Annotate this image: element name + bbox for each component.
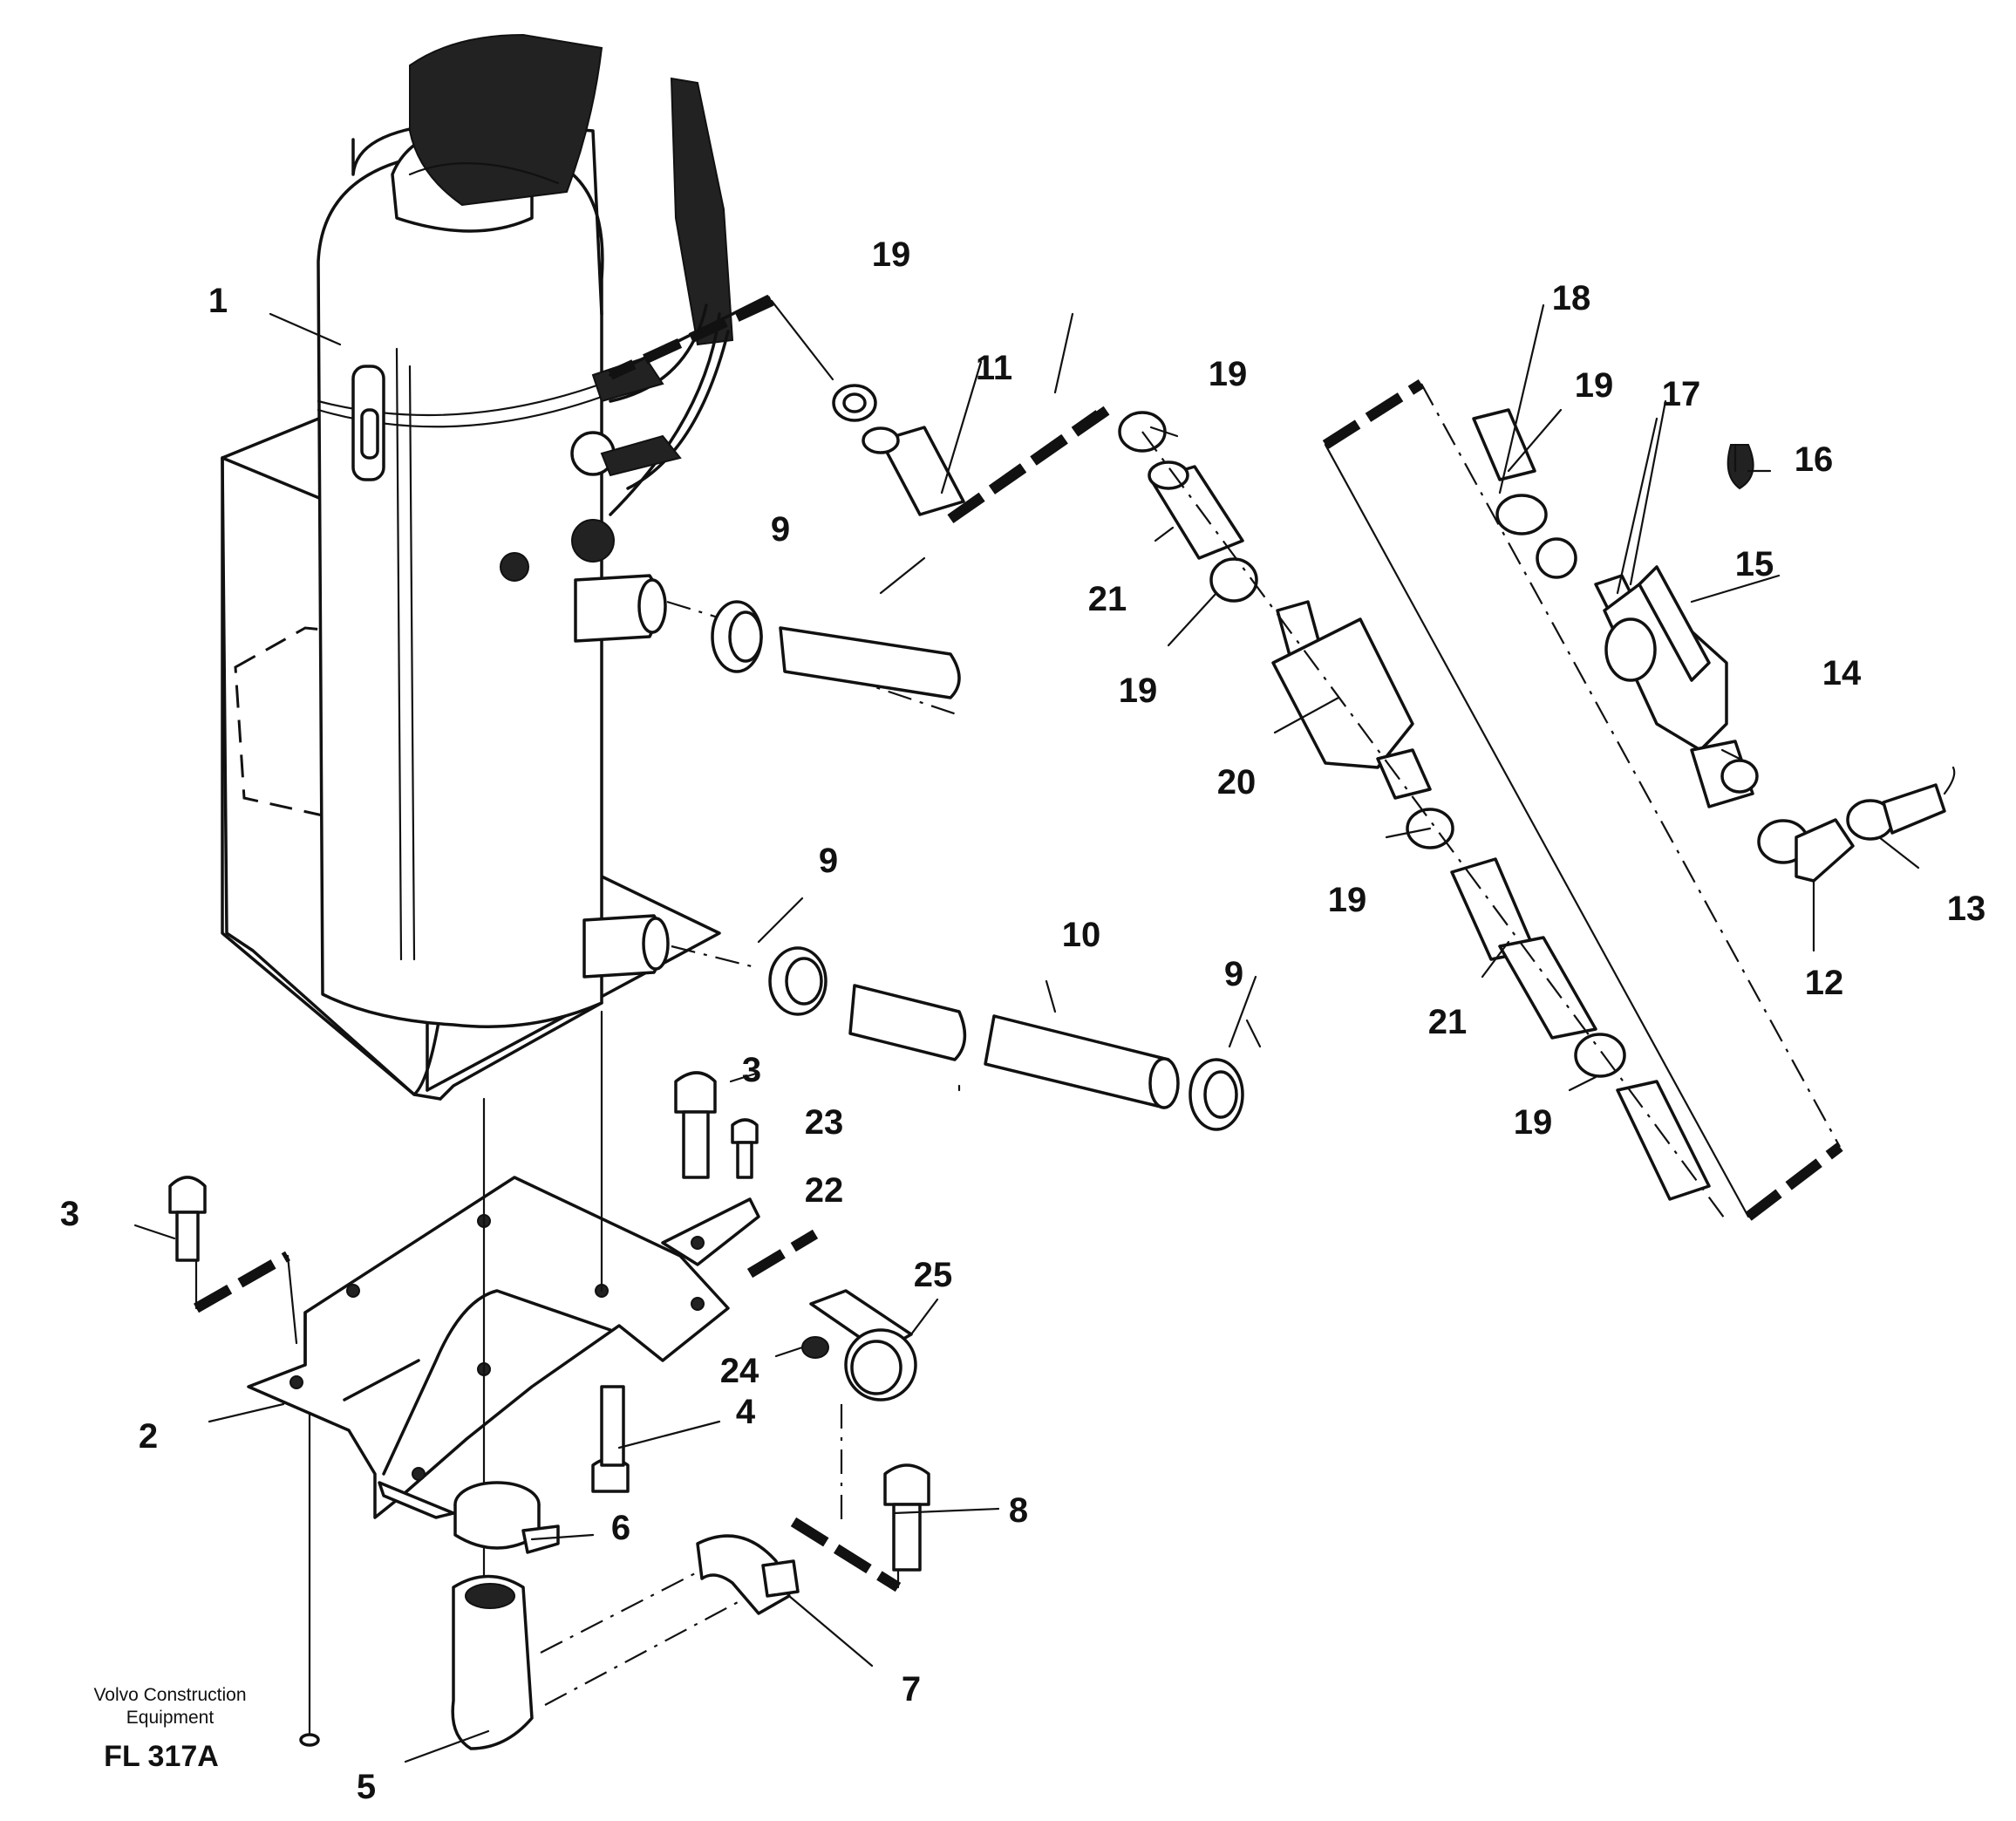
callout-11: 11	[976, 349, 1012, 387]
company-name-line1: Volvo Construction	[93, 1685, 246, 1705]
reservoir-tank	[317, 33, 670, 1028]
callout-14: 14	[1822, 654, 1862, 692]
leader-line	[770, 299, 834, 381]
hose-11-assembly	[832, 384, 1111, 523]
drawing-code: FL 317A	[104, 1740, 219, 1773]
callout-3-left: 3	[60, 1195, 79, 1233]
callout-20: 20	[1217, 763, 1257, 801]
callout-25: 25	[914, 1256, 953, 1294]
callout-24: 24	[720, 1352, 759, 1390]
callout-19-c: 19	[1119, 672, 1158, 710]
drawing-footer: Volvo Construction Equipment FL 317A	[93, 1685, 246, 1773]
wiring-harness	[591, 77, 769, 516]
callout-19-f: 19	[1514, 1103, 1553, 1142]
right-fitting-frame	[1322, 379, 1843, 1221]
filter-line-assembly	[1118, 411, 1727, 1222]
callout-19-b: 19	[1209, 355, 1248, 393]
callout-21-upper: 21	[1088, 580, 1127, 618]
callout-6: 6	[611, 1509, 630, 1547]
callout-leaders	[133, 304, 1920, 1763]
callout-2: 2	[139, 1417, 158, 1456]
callout-9-lower: 9	[819, 842, 838, 880]
lower-hose-assembly	[768, 946, 1244, 1131]
callout-13: 13	[1947, 890, 1986, 928]
callout-9-upper: 9	[771, 510, 790, 549]
callout-22: 22	[805, 1171, 844, 1210]
upper-outlet-clamp	[711, 600, 961, 699]
harness-dash-line	[608, 296, 774, 380]
callout-17: 17	[1662, 375, 1701, 413]
hose-centerline	[671, 945, 759, 970]
base-bracket	[247, 1010, 730, 1747]
right-fittings	[1472, 408, 1956, 883]
callout-3-right: 3	[742, 1051, 761, 1089]
callout-9-right: 9	[1224, 955, 1243, 993]
callout-19-a: 19	[872, 235, 911, 274]
callout-18: 18	[1552, 279, 1591, 317]
callout-19-d: 19	[1575, 366, 1614, 405]
callout-1: 1	[208, 282, 228, 320]
pipe-and-clamps	[451, 1289, 917, 1750]
callout-labels: 1 2 3 3 4 5 6 7 8 9 9 9 10 11 12 13 14 1…	[60, 235, 1985, 1806]
callout-10: 10	[1062, 916, 1101, 954]
callout-19-e: 19	[1328, 881, 1367, 919]
hose-centerline	[801, 661, 960, 717]
bolts-and-plates	[168, 1071, 930, 1593]
callout-15: 15	[1735, 545, 1774, 583]
callout-4: 4	[736, 1393, 756, 1431]
company-name-line2: Equipment	[126, 1708, 215, 1728]
callout-12: 12	[1805, 964, 1844, 1002]
callout-21-lower: 21	[1428, 1003, 1468, 1041]
callout-8: 8	[1009, 1491, 1028, 1530]
callout-16: 16	[1795, 440, 1834, 479]
callout-23: 23	[805, 1103, 844, 1142]
callout-7: 7	[902, 1670, 921, 1708]
callout-5: 5	[357, 1768, 376, 1806]
hose-centerline	[666, 600, 725, 621]
